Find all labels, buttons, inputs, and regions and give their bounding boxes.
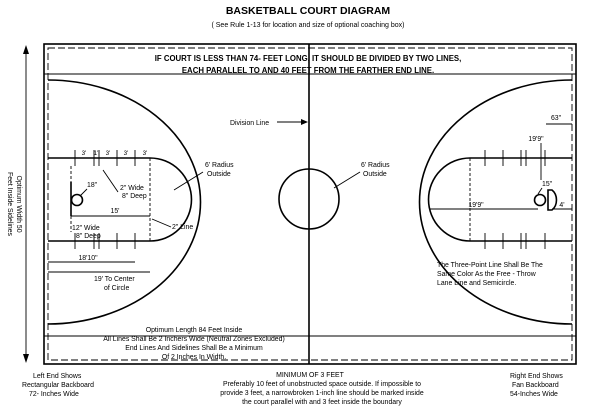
center-circle-label-1: 19' To Center	[94, 276, 135, 283]
left-lane-marks	[74, 150, 136, 249]
r-15-label: 15"	[542, 181, 553, 188]
right-rim	[533, 193, 547, 207]
block-deep-label: 8" Deep	[122, 193, 147, 200]
left-rim	[70, 193, 84, 207]
minimum-line-3: the court parallel with and 3 feet insid…	[242, 399, 402, 406]
left-end-3: 72- Inches Wide	[29, 391, 79, 398]
two-inch-line-arrow	[151, 218, 172, 228]
r-63-label: 63"	[551, 115, 562, 122]
notice-line-2: EACH PARALLEL TO AND 40 FEET FROM THE FA…	[182, 66, 434, 75]
width-arrow-top	[23, 45, 29, 54]
three-point-note-1: The Three-Point Line Shall Be The	[437, 262, 543, 269]
deep-8-label: 8" Deep	[76, 233, 101, 240]
left-end-2: Rectangular Backboard	[22, 382, 94, 389]
right-end-3: 54-Inches Wide	[510, 391, 558, 398]
minimum-line-2: provide 3 feet, a narrowbroken 1-inch li…	[220, 390, 424, 397]
minimum-line-1: Preferably 10 feet of unobstructed space…	[223, 381, 421, 388]
court-boundary	[43, 43, 577, 365]
r-15-arrow	[537, 187, 543, 195]
rim-18-arrow	[79, 188, 88, 197]
optimum-length-1: Optimum Length 84 Feet Inside	[146, 327, 243, 334]
width-label-1: Optimum Width 50	[15, 175, 22, 232]
right-free-throw-semicircle	[427, 157, 471, 242]
r-19-9-label: 19'9"	[468, 202, 484, 209]
notice-line-1: IF COURT IS LESS THAN 74- FEET LONG, IT …	[155, 54, 462, 63]
division-line-label: Division Line	[230, 120, 269, 127]
minimum-title: MINIMUM OF 3 FEET	[276, 372, 345, 379]
two-inch-line-label: 2" Line	[172, 224, 193, 231]
space-label-2: 1'	[94, 150, 99, 157]
center-radius-arrow	[333, 171, 361, 189]
right-fan-backboard	[547, 189, 558, 211]
space-label-5: 3'	[143, 150, 148, 157]
left-end-1: Left End Shows	[33, 373, 82, 380]
three-point-note-2: Same Color As the Free - Throw	[437, 271, 536, 278]
optimum-length-4: Of 2 Inches In Width.	[162, 354, 226, 361]
dist-18-10-label: 18'10"	[78, 255, 98, 262]
wide-12-label: 12" Wide	[72, 225, 100, 232]
center-circle	[278, 168, 340, 230]
left-free-throw-semicircle	[149, 157, 193, 242]
center-radius-outside: Outside	[363, 171, 387, 178]
right-end-1: Right End Shows	[510, 373, 563, 380]
block-arrow	[102, 169, 119, 193]
right-lane-marks	[484, 150, 546, 249]
three-point-note-3: Lane Line and Semicircle.	[437, 280, 516, 287]
diagram-title: BASKETBALL COURT DIAGRAM	[226, 5, 391, 17]
rim-18-label: 18"	[87, 182, 98, 189]
center-radius-label: 6' Radius	[361, 162, 390, 169]
center-circle-label-2: of Circle	[104, 285, 129, 292]
ft-15-label: 15'	[111, 208, 120, 215]
optimum-length-2: All Lines Shall Be 2 Inchers Wide (Neutr…	[103, 336, 285, 343]
space-label-1: 3'	[82, 150, 87, 157]
r-19-9-top-label: 19'9"	[528, 136, 544, 143]
left-three-point-arc	[47, 79, 202, 325]
left-radius-outside: Outside	[207, 171, 231, 178]
division-arrow-head	[301, 119, 308, 125]
width-label-2: Feet Inside Sidelines	[6, 172, 13, 237]
r-4-label: 4'	[559, 202, 564, 209]
left-radius-label: 6' Radius	[205, 162, 234, 169]
width-arrow-bottom	[23, 354, 29, 363]
diagram-subtitle: ( See Rule 1-13 for location and size of…	[211, 22, 404, 29]
block-wide-label: 2" Wide	[120, 185, 144, 192]
space-label-3: 3'	[106, 150, 111, 157]
inner-broken-line	[47, 47, 573, 361]
left-radius-arrow	[173, 171, 204, 191]
space-label-4: 3'	[124, 150, 129, 157]
optimum-length-3: End Lines And Sidelines Shall Be a Minim…	[125, 345, 263, 352]
right-three-point-arc	[418, 79, 573, 325]
right-end-2: Fan Backboard	[512, 382, 559, 389]
